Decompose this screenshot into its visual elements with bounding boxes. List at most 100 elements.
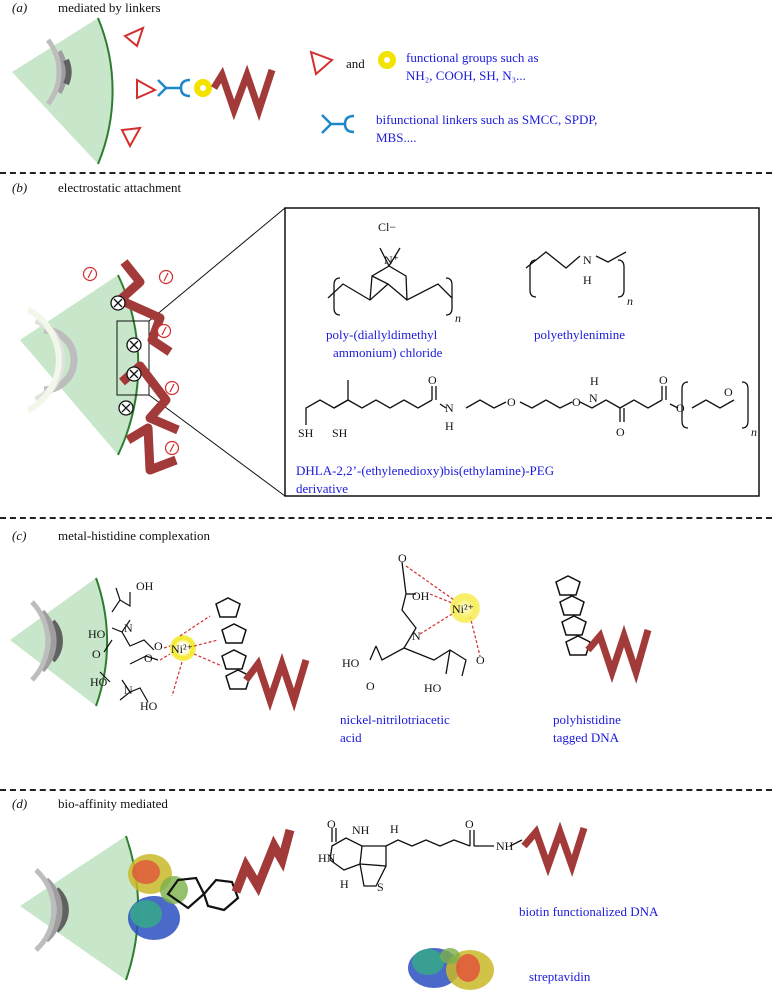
- divider-cd: [0, 789, 772, 791]
- pdadmac-label-2: ammonium) chloride: [333, 345, 443, 360]
- nanoparticle-a: [12, 17, 114, 165]
- coordination-bonds-nta: [405, 565, 481, 657]
- pei-h-label: H: [583, 273, 592, 287]
- pei-n-label: n: [627, 294, 633, 308]
- ester-o: O: [676, 401, 685, 415]
- section-d-letter: (d): [12, 796, 28, 811]
- oh-label-nta: OH: [412, 589, 430, 603]
- pdadmac-n-label: n: [455, 311, 461, 325]
- pei-nh-label: N: [583, 253, 592, 267]
- biotin-label: biotin functionalized DNA: [519, 904, 659, 919]
- section-a-title: mediated by linkers: [58, 0, 161, 15]
- biotin-h-2: H: [340, 877, 349, 891]
- section-b-title: electrostatic attachment: [58, 180, 182, 195]
- nta-label-2: acid: [340, 730, 362, 745]
- o-label-nta3: O: [476, 653, 485, 667]
- o-label-c1: O: [154, 639, 163, 653]
- functional-groups-label-1: functional groups such as: [406, 50, 539, 65]
- zoom-panel: [284, 207, 760, 497]
- linker-legend-icon: [321, 114, 355, 134]
- n-label-nta: N: [412, 629, 421, 643]
- nanoparticle-c: [10, 577, 109, 707]
- polyhistidine-label-2: tagged DNA: [553, 730, 620, 745]
- biotin-s: S: [377, 880, 384, 894]
- sh-label-2: SH: [332, 426, 348, 440]
- amide-n-1: N: [445, 401, 454, 415]
- pdadmac-structure: [327, 247, 453, 316]
- legend-and: and: [346, 56, 365, 71]
- streptavidin-icon: [408, 948, 494, 990]
- oh-label-c1: OH: [136, 579, 154, 593]
- section-c-letter: (c): [12, 528, 27, 543]
- n-label-c1: N: [124, 621, 133, 635]
- ho-label-nta2: HO: [424, 681, 442, 695]
- triangle-legend-icon: [309, 50, 334, 76]
- zoom-box: [116, 320, 150, 396]
- dhla-n-label: n: [751, 425, 757, 439]
- streptavidin-on-particle: [128, 854, 188, 940]
- dna-helix-biotin: [521, 821, 588, 878]
- sh-label-1: SH: [298, 426, 314, 440]
- nickel-label-free: Ni²⁺: [452, 602, 474, 616]
- nta-on-particle: [99, 587, 159, 703]
- dna-helix-a: [211, 64, 276, 122]
- ho-label-c3: HO: [140, 699, 158, 713]
- biotin-structure: [329, 828, 523, 887]
- linkers-label-2: MBS....: [376, 130, 417, 145]
- functional-groups-label-2: NH₂, COOH, SH, N₃...: [406, 68, 526, 83]
- nickel-ion-particle: [170, 635, 196, 661]
- amide-h-2: H: [590, 374, 599, 388]
- streptavidin-label: streptavidin: [529, 969, 591, 984]
- dhla-label-1: DHLA-2,2’-(ethylenedioxy)bis(ethylamine)…: [296, 463, 555, 478]
- peg-o: O: [724, 385, 733, 399]
- carbonyl-o-3: O: [659, 373, 668, 387]
- histidine-rings-particle: [215, 597, 251, 690]
- chloride-label: Cl−: [378, 220, 396, 234]
- nanoparticle-d: [20, 835, 140, 981]
- nta-structure: [369, 561, 467, 677]
- pdadmac-label-1: poly-(diallyldimethyl: [326, 327, 438, 342]
- n-label-c2: N: [124, 683, 133, 697]
- divider-ab: [0, 172, 772, 174]
- o-label-nta1: O: [398, 551, 407, 565]
- ho-label-c2: HO: [90, 675, 108, 689]
- amide-n-2: N: [589, 391, 598, 405]
- circle-legend-icon: [378, 51, 396, 69]
- ether-o-1: O: [507, 395, 516, 409]
- nickel-label-particle: Ni²⁺: [171, 642, 193, 656]
- nta-label-1: nickel-nitrilotriacetic: [340, 712, 450, 727]
- section-c-title: metal-histidine complexation: [58, 528, 210, 543]
- biotin-rings-particle: [166, 876, 240, 912]
- biotin-h-1: H: [390, 822, 399, 836]
- dna-helix-d: [231, 828, 295, 897]
- o-label-c2: O: [92, 647, 101, 661]
- o-label-c3: O: [144, 651, 153, 665]
- dhla-peg-structure: [305, 380, 749, 429]
- ether-o-2: O: [572, 395, 581, 409]
- biotin-o-urea: O: [327, 817, 336, 831]
- linker-icon-a: [157, 78, 191, 98]
- coordination-bonds-particle: [159, 615, 223, 697]
- linkers-label-1: bifunctional linkers such as SMCC, SPDP,: [376, 112, 598, 127]
- dna-helix-c: [243, 652, 310, 712]
- polyhistidine-structure: [555, 575, 591, 656]
- nickel-ion-free: [450, 593, 480, 623]
- carbonyl-o-2: O: [616, 425, 625, 439]
- biotin-nh-amide: NH: [496, 839, 514, 853]
- amide-h-1: H: [445, 419, 454, 433]
- ho-label-c1: HO: [88, 627, 106, 641]
- section-d-title: bio-affinity mediated: [58, 796, 168, 811]
- carbonyl-o-1: O: [428, 373, 437, 387]
- ammonium-label: N⁺: [384, 253, 399, 267]
- divider-bc: [0, 517, 772, 519]
- biotin-hn-2: HN: [318, 851, 336, 865]
- functional-group-triangles-a: [120, 26, 158, 149]
- o-label-nta2: O: [366, 679, 375, 693]
- pei-label: polyethylenimine: [534, 327, 625, 342]
- polyhistidine-label-1: polyhistidine: [553, 712, 621, 727]
- ho-label-nta1: HO: [342, 656, 360, 670]
- biotin-nh-1: NH: [352, 823, 370, 837]
- dhla-label-2: derivative: [296, 481, 348, 496]
- pei-structure: [525, 251, 627, 298]
